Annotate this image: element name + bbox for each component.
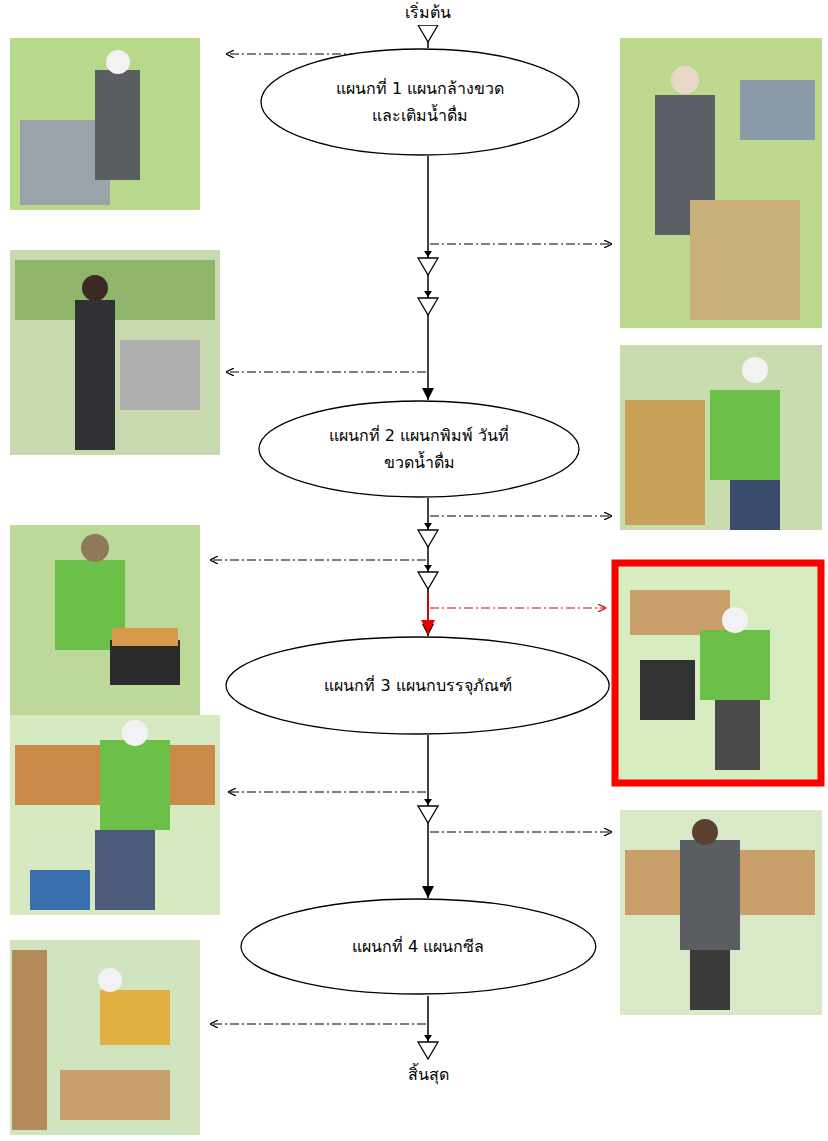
leader-arrow-highlight: [430, 607, 606, 608]
ellipse-outline: [258, 400, 580, 498]
photo: [620, 345, 822, 530]
department-ellipse: แผนกที่ 1 แผนกล้างขวด และเติมน้ำดื่ม: [260, 48, 580, 156]
storage-triangle: [418, 298, 438, 315]
terminal-label: สิ้นสุด: [405, 1062, 452, 1087]
flow-connector: [427, 156, 429, 400]
leader-arrow: [430, 515, 612, 516]
storage-triangle: [418, 258, 438, 275]
photo: [620, 38, 822, 328]
storage-triangle: [418, 806, 438, 823]
photo: [620, 810, 822, 1015]
department-ellipse: แผนกที่ 2 แผนกพิมพ์ วันที่ขวดน้ำดื่ม: [258, 400, 580, 498]
leader-arrow: [210, 559, 426, 560]
photo: [10, 250, 220, 455]
photo: [10, 940, 200, 1135]
photo: [10, 525, 200, 715]
leader-arrow: [210, 1023, 426, 1024]
highlight-flow: [427, 594, 429, 634]
leader-arrow: [226, 371, 426, 372]
department-name: แผนกที่ 1 แผนกล้างขวด และเติมน้ำดื่ม: [325, 75, 515, 129]
leader-arrow: [430, 831, 612, 832]
photo: [10, 38, 200, 210]
photo: [615, 563, 821, 783]
photo-leaders: [210, 54, 612, 1024]
department-ellipse: แผนกที่ 4 แผนกซีล: [240, 898, 597, 995]
storage-triangle: [418, 572, 438, 589]
ellipse-outline: [260, 48, 580, 156]
storage-triangle: [418, 530, 438, 547]
department-name: แผนกที่ 3 แผนกบรรจุภัณฑ์: [288, 672, 548, 699]
storage-triangle: [418, 1042, 438, 1059]
leader-arrow: [228, 791, 426, 792]
department-ellipse: แผนกที่ 3 แผนกบรรจุภัณฑ์: [225, 636, 610, 735]
storage-triangle: [418, 25, 438, 42]
leader-arrow: [430, 243, 612, 244]
department-name: แผนกที่ 2 แผนกพิมพ์ วันที่ขวดน้ำดื่ม: [327, 422, 512, 476]
terminal-label: เริ่มต้น: [402, 0, 454, 25]
department-name: แผนกที่ 4 แผนกซีล: [298, 933, 538, 960]
photo: [10, 715, 220, 915]
